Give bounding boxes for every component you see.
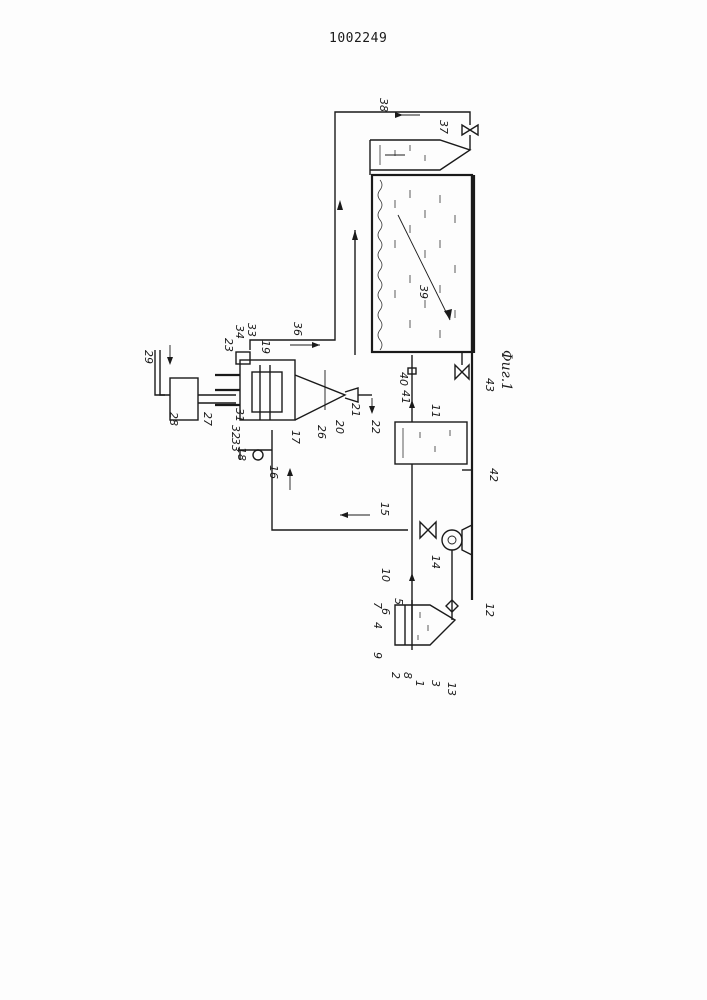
label-21: 21 [349,403,362,417]
label-38: 38 [377,98,390,112]
label-27: 27 [201,412,214,426]
label-2: 2 [389,672,402,679]
label-14: 14 [429,555,442,569]
label-42: 42 [487,468,500,482]
label-40: 40 [397,372,410,386]
label-4: 4 [371,622,384,629]
label-10: 10 [379,568,392,582]
label-23: 23 [222,338,235,352]
label-3: 3 [429,680,442,687]
label-6: 6 [379,608,392,615]
label-36: 36 [291,322,304,336]
label-20: 20 [333,420,346,434]
label-37: 37 [437,120,450,134]
label-22: 22 [369,420,382,434]
pump-14 [442,175,472,620]
label-17: 17 [289,430,302,444]
label-26: 26 [315,425,328,439]
valve-37 [462,125,478,150]
label-31: 31 [233,408,246,422]
label-18: 18 [235,447,248,461]
label-5: 5 [392,598,405,605]
label-28: 28 [167,412,180,426]
label-1: 1 [413,680,426,687]
label-32: 32 [229,425,242,439]
label-41: 41 [399,390,412,404]
settling-tank-38 [370,140,470,175]
label-11: 11 [429,404,442,418]
label-16: 16 [267,465,280,479]
label-19: 19 [259,340,272,354]
label-15: 15 [378,502,391,516]
main-tank-39 [372,175,474,353]
dispenser-28 [155,345,236,420]
label-29: 29 [142,350,155,364]
feed-line-15 [240,430,436,538]
label-43: 43 [483,378,496,392]
label-34: 34 [233,325,246,339]
label-8: 8 [401,672,414,679]
label-9: 9 [371,652,384,659]
label-12: 12 [483,603,496,617]
pipe-36 [250,112,470,355]
label-13: 13 [445,682,458,696]
label-39: 39 [417,285,430,299]
separator-1 [395,573,455,650]
figure-caption: Фиг.1 [498,350,514,391]
